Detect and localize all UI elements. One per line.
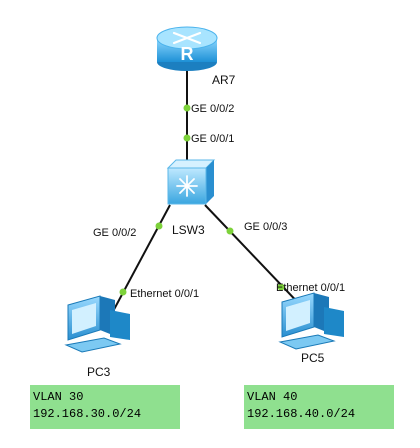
switch-icon	[166, 159, 216, 205]
link-lsw3-pc5	[204, 204, 306, 311]
pc3-label: PC3	[87, 365, 111, 379]
pc-icon	[64, 295, 130, 353]
pc5[interactable]: PC5	[278, 292, 344, 365]
vlan-subnet: 192.168.30.0/24	[33, 407, 142, 421]
port-dot	[226, 227, 234, 235]
port-label-lsw3-ge001: GE 0/0/1	[191, 133, 234, 145]
vlan-name: VLAN 40	[247, 390, 298, 404]
port-label-lsw3-ge002: GE 0/0/2	[93, 227, 136, 239]
pc3[interactable]: PC3	[64, 295, 130, 379]
vlan-note-right: VLAN 40 192.168.40.0/24	[244, 385, 394, 429]
pc-icon	[278, 292, 344, 350]
pc5-label: PC5	[301, 351, 325, 365]
switch-lsw3[interactable]: LSW3	[166, 159, 216, 237]
vlan-note-left: VLAN 30 192.168.30.0/24	[30, 385, 180, 429]
port-dot	[183, 134, 191, 142]
port-dot	[119, 288, 127, 296]
port-dot	[277, 283, 285, 291]
router-ar7[interactable]: R AR7	[156, 26, 236, 87]
port-label-ar7-ge002: GE 0/0/2	[191, 103, 234, 115]
port-dot	[183, 104, 191, 112]
svg-text:R: R	[181, 44, 194, 64]
router-icon: R	[156, 26, 218, 71]
port-label-pc3-eth: Ethernet 0/0/1	[130, 288, 199, 300]
router-label: AR7	[212, 73, 236, 87]
vlan-subnet: 192.168.40.0/24	[247, 407, 356, 421]
vlan-name: VLAN 30	[33, 390, 84, 404]
port-dot	[155, 222, 163, 230]
port-label-pc5-eth: Ethernet 0/0/1	[276, 282, 345, 294]
port-label-lsw3-ge003: GE 0/0/3	[244, 221, 287, 233]
switch-label: LSW3	[172, 223, 205, 237]
